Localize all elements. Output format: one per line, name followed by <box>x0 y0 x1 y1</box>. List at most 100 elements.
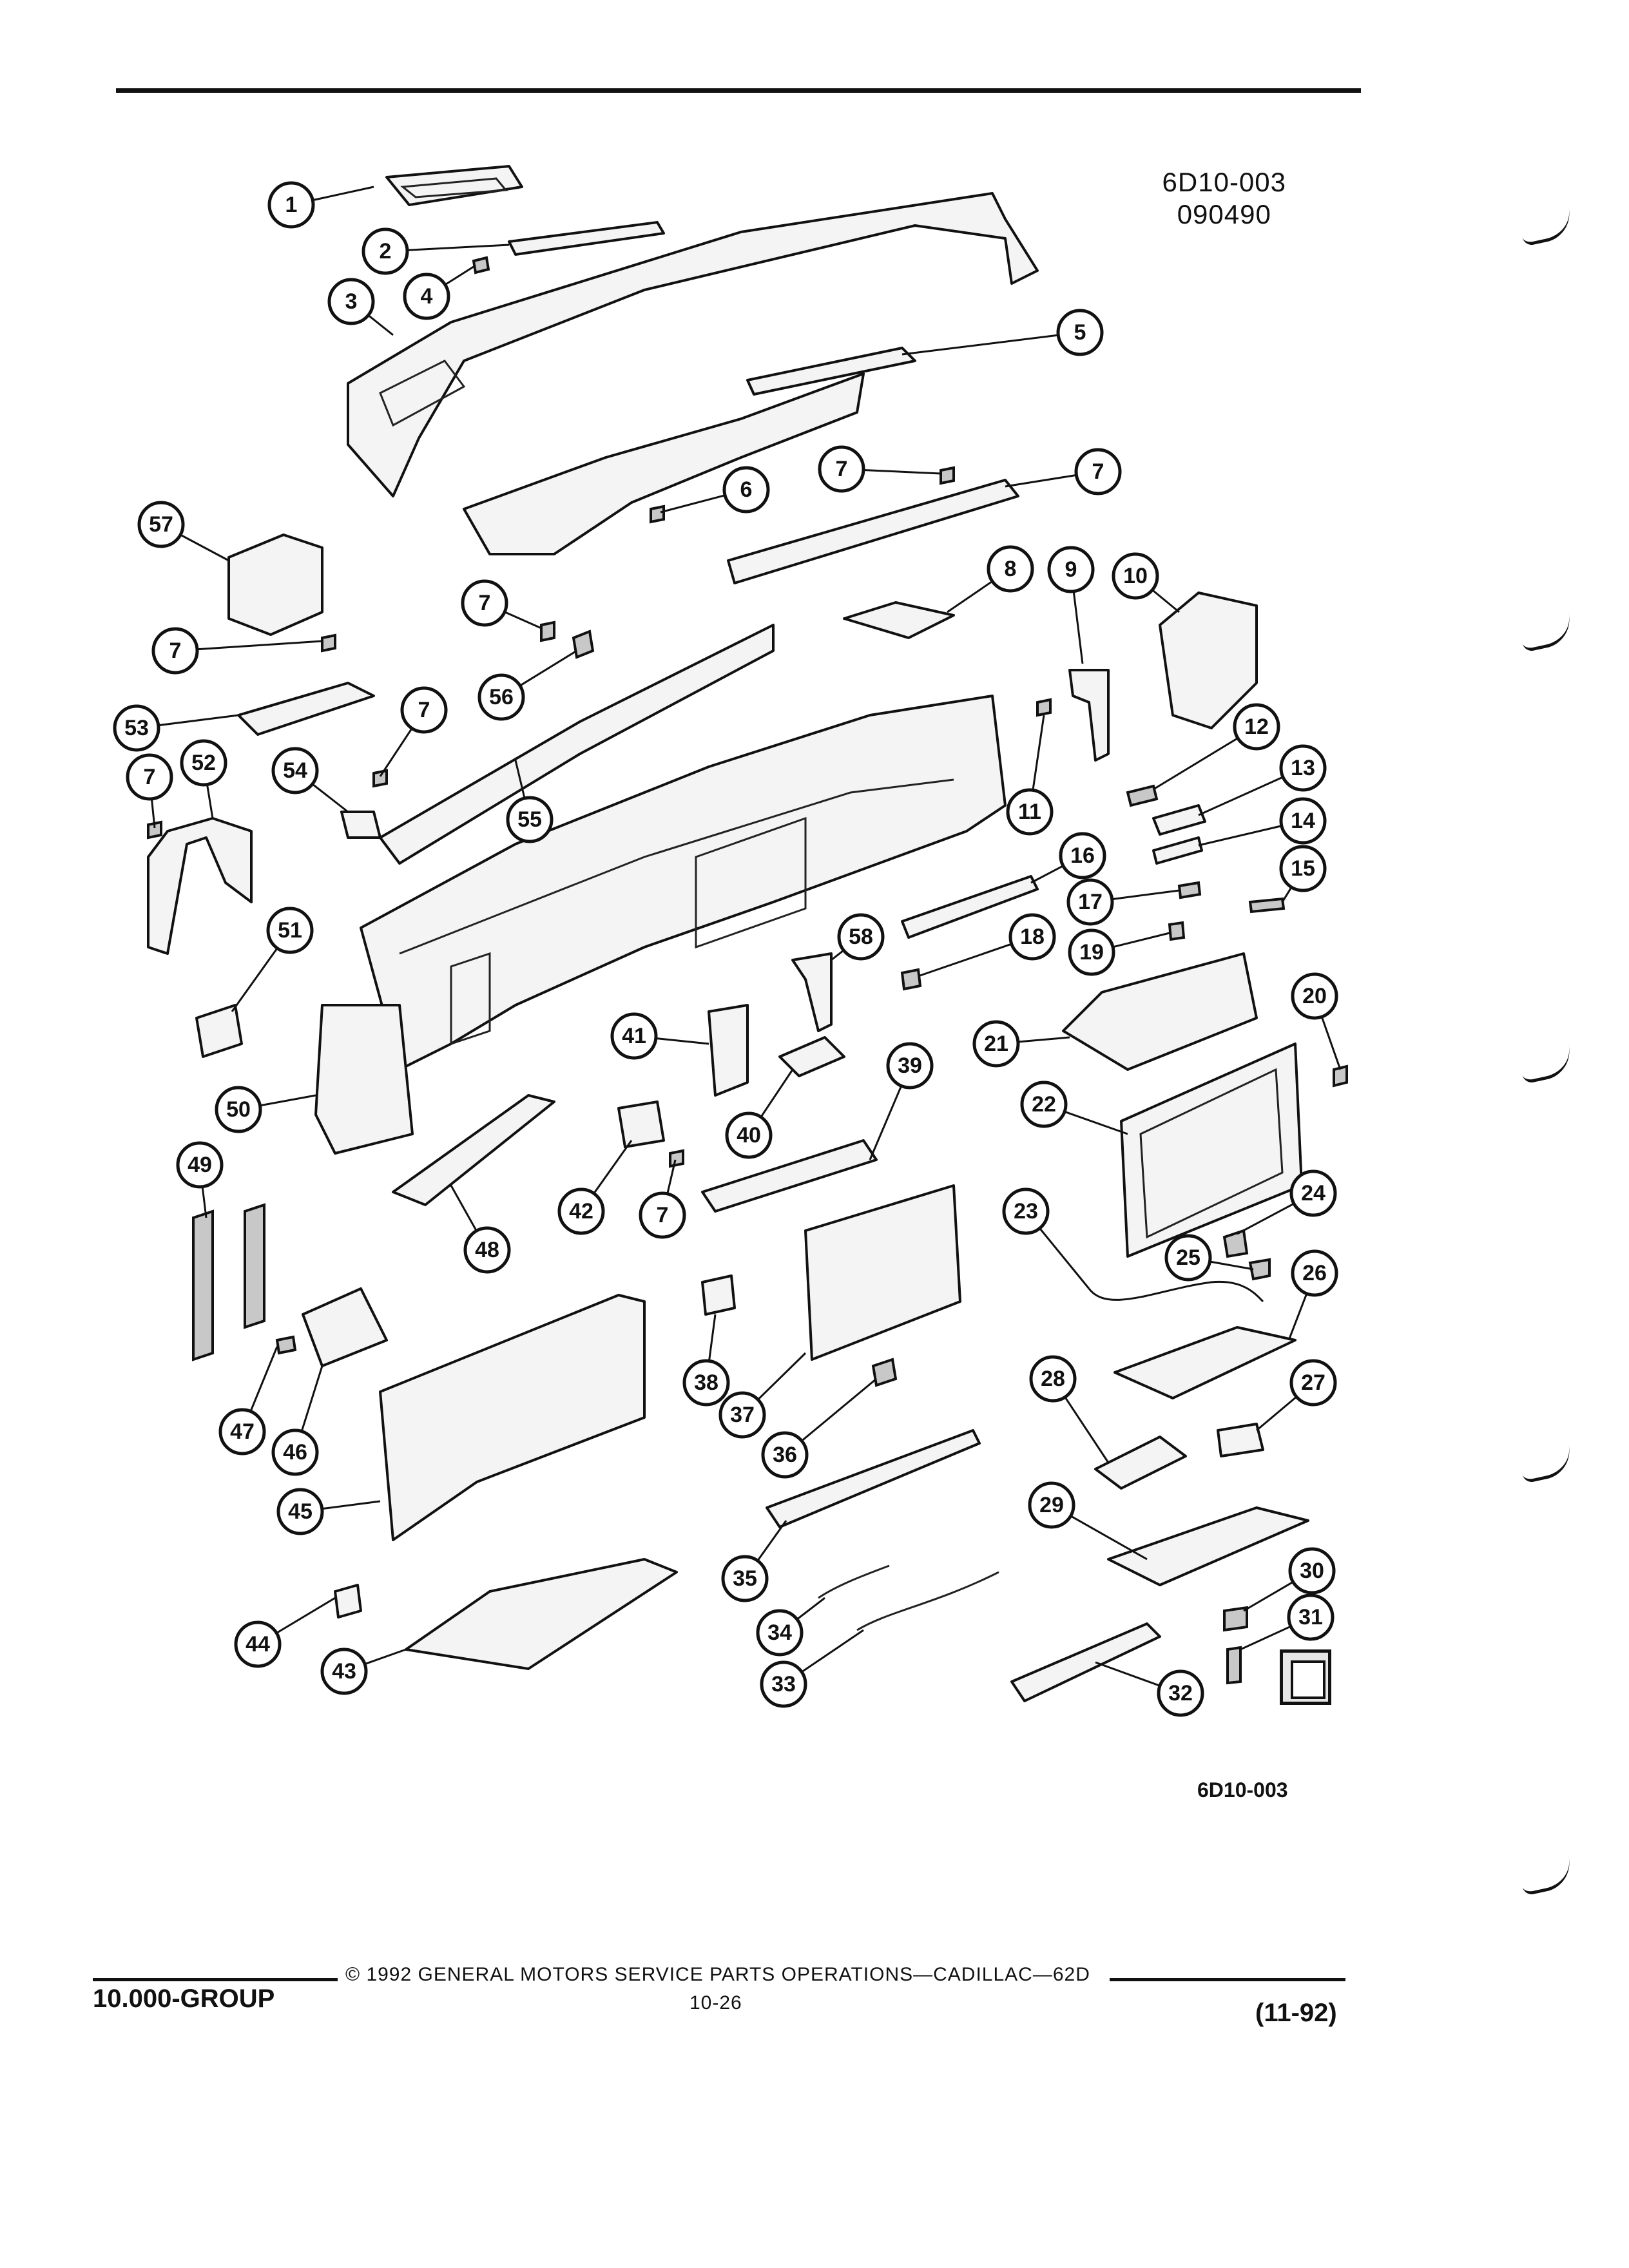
leader-line <box>1017 1036 1070 1043</box>
callout-circle <box>215 1086 262 1133</box>
callout-number: 7 <box>169 639 182 663</box>
part-13-clip <box>1126 784 1159 807</box>
leader-line <box>1152 589 1180 613</box>
footer-group: 10.000-GROUP <box>93 1984 275 2013</box>
callout-circle <box>1112 552 1159 600</box>
callout-7: 7 <box>461 579 542 629</box>
callout-circle <box>126 753 173 801</box>
part-50-insulator <box>192 1209 214 1361</box>
leader-line <box>312 186 374 202</box>
callout-number: 11 <box>1018 800 1041 824</box>
part-7-screw-a <box>940 466 955 485</box>
callout-circle <box>1291 1249 1338 1297</box>
leader-line <box>918 943 1012 977</box>
callout-42: 42 <box>557 1140 633 1235</box>
callout-51: 51 <box>231 907 314 1012</box>
callout-circle <box>1002 1187 1050 1235</box>
part-36-applique <box>766 1429 981 1528</box>
callout-number: 2 <box>380 239 392 264</box>
callout-circle <box>1291 972 1338 1020</box>
part-43-switch <box>617 1100 665 1148</box>
leader-line <box>796 1597 825 1620</box>
callout-circle <box>271 1428 319 1476</box>
callout-circle <box>327 278 375 325</box>
part-3-instrument-panel-pad <box>347 192 1039 497</box>
callout-38: 38 <box>682 1314 730 1407</box>
callout-3: 3 <box>327 278 394 336</box>
leader-line <box>364 1648 407 1666</box>
callout-circle <box>218 1408 266 1456</box>
part-57-clip <box>572 629 595 659</box>
callout-number: 32 <box>1168 1681 1193 1706</box>
callout-number: 42 <box>569 1199 593 1224</box>
callout-circle <box>361 227 409 275</box>
part-7-screw-e <box>147 820 162 840</box>
leader-line <box>1072 591 1084 664</box>
part-38-bezel <box>804 1184 961 1361</box>
leader-line <box>660 494 726 514</box>
callout-circle <box>1074 448 1122 495</box>
part-55-clip <box>340 811 381 839</box>
leader-line <box>150 798 156 829</box>
callout-47: 47 <box>218 1346 278 1456</box>
callout-circle <box>1047 546 1095 593</box>
callout-number: 1 <box>285 193 298 217</box>
callout-circle <box>1059 832 1106 879</box>
callout-number: 38 <box>694 1370 718 1395</box>
callout-circle <box>639 1191 686 1239</box>
callout-circle <box>1066 878 1114 926</box>
part-duct <box>463 372 865 555</box>
callout-circle <box>756 1609 804 1657</box>
callout-circle <box>271 747 319 794</box>
figure-code-bottom: 6D10-003 <box>1197 1778 1288 1802</box>
leader-line <box>504 611 542 629</box>
callout-6: 6 <box>660 466 770 514</box>
leader-line <box>1240 1625 1291 1651</box>
callout-circle <box>1279 744 1327 792</box>
callout-number: 13 <box>1291 756 1315 780</box>
callout-number: 53 <box>124 716 149 740</box>
callout-31: 31 <box>1240 1593 1335 1651</box>
part-22-compartment <box>1062 952 1258 1071</box>
callout-number: 7 <box>144 765 156 789</box>
callout-55: 55 <box>506 760 554 843</box>
callout-number: 22 <box>1032 1092 1056 1117</box>
callout-number: 52 <box>191 751 216 775</box>
callout-number: 27 <box>1301 1370 1325 1395</box>
part-32-screw <box>1226 1646 1242 1685</box>
figure-code: 6D10-003 <box>1162 167 1286 197</box>
callout-circle <box>137 501 185 548</box>
part-5-upper-trim <box>746 347 916 396</box>
callout-number: 46 <box>283 1440 307 1465</box>
callout-number: 55 <box>517 807 542 832</box>
part-14-retainer <box>1152 804 1206 836</box>
callout-circle <box>557 1187 605 1235</box>
callout-15: 15 <box>1279 845 1327 903</box>
leader-line <box>801 1378 877 1442</box>
callout-number: 34 <box>767 1620 792 1645</box>
callout-22: 22 <box>1020 1081 1128 1135</box>
callout-20: 20 <box>1291 972 1342 1070</box>
callout-37: 37 <box>718 1352 807 1439</box>
callout-33: 33 <box>760 1629 864 1708</box>
callout-circle <box>1020 1081 1068 1128</box>
callout-circle <box>151 627 199 675</box>
callout-number: 29 <box>1039 1493 1064 1517</box>
callout-7: 7 <box>818 445 941 493</box>
callout-21: 21 <box>972 1020 1070 1068</box>
callout-number: 26 <box>1302 1261 1327 1285</box>
callout-49: 49 <box>176 1141 224 1218</box>
leader-line <box>666 1159 677 1195</box>
leader-line <box>201 1186 207 1218</box>
top-rule <box>116 88 1361 93</box>
leader-line <box>444 264 476 286</box>
callout-52: 52 <box>180 739 227 819</box>
leader-line <box>1153 737 1239 791</box>
callout-number: 31 <box>1298 1605 1323 1629</box>
callout-29: 29 <box>1028 1481 1148 1561</box>
footer-rule-left <box>93 1978 338 1981</box>
figure-date: 090490 <box>1177 199 1271 229</box>
callout-58: 58 <box>831 913 885 961</box>
leader-line <box>757 1520 787 1562</box>
callout-number: 17 <box>1078 890 1103 914</box>
